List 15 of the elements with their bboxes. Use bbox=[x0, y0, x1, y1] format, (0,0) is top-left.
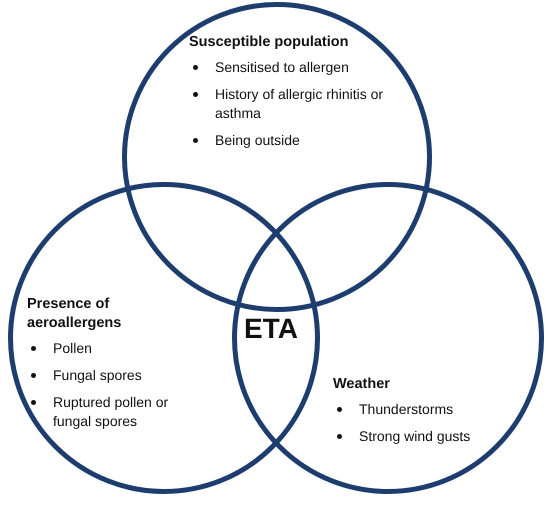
bullet-text: Thunderstorms bbox=[359, 401, 454, 417]
bullet-text: Being outside bbox=[215, 132, 300, 148]
venn-circle bbox=[122, 2, 432, 312]
bullet-text: Fungal spores bbox=[53, 367, 142, 383]
circle-heading: Presence of aeroallergens bbox=[27, 295, 122, 333]
bullet-text: Ruptured pollen or fungal spores bbox=[53, 394, 168, 429]
circle-heading: Weather bbox=[333, 375, 391, 394]
circle-heading: Susceptible population bbox=[189, 33, 350, 52]
bullet-text: Strong wind gusts bbox=[359, 428, 470, 444]
bullet-text: Pollen bbox=[53, 340, 92, 356]
venn-circle bbox=[8, 182, 320, 494]
bullet-text: History of allergic rhinitis or asthma bbox=[215, 86, 384, 121]
center-label: ETA bbox=[244, 313, 298, 345]
bullet-text: Sensitised to allergen bbox=[215, 59, 349, 75]
venn-circle bbox=[232, 182, 544, 494]
